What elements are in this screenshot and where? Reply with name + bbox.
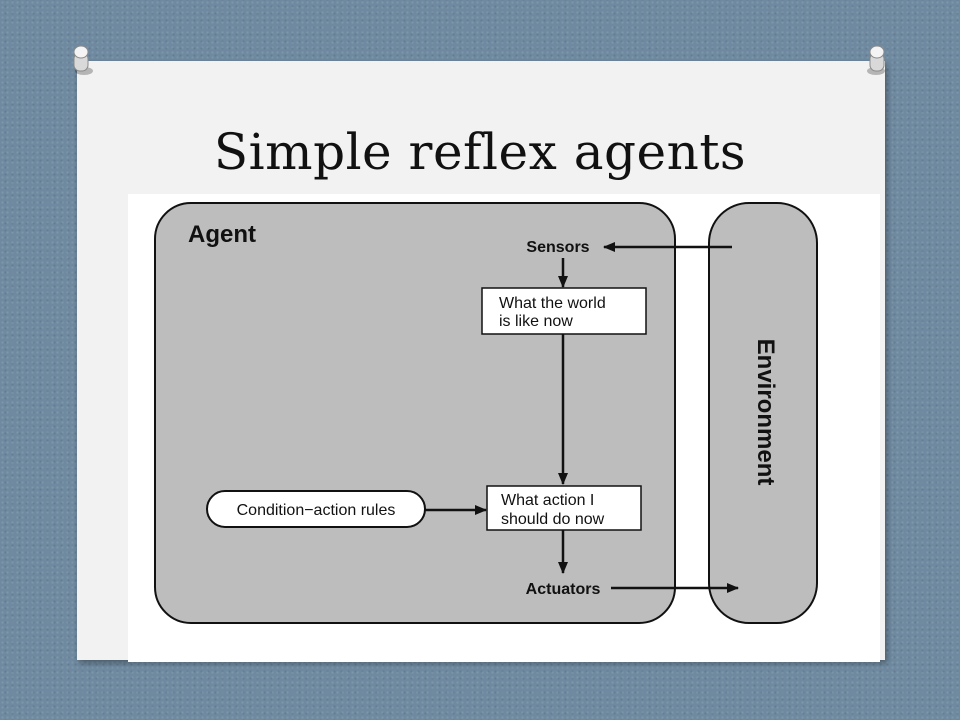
agent-region: [154, 202, 676, 624]
world-state-line1: What the world: [499, 295, 606, 312]
slide-title: Simple reflex agents: [213, 123, 747, 181]
push-pin-icon: [867, 45, 885, 75]
environment-label: Environment: [752, 339, 779, 486]
world-state-line2: is like now: [499, 313, 573, 330]
push-pin-icon: [73, 45, 93, 75]
action-box: [486, 485, 642, 531]
action-box-line1: What action I: [501, 492, 594, 509]
environment-region: [708, 202, 818, 624]
agent-label: Agent: [188, 221, 256, 248]
condition-action-rules-label: Condition−action rules: [237, 502, 396, 519]
diagram-canvas: Agent Environment Sensors What the world…: [154, 202, 818, 624]
sensors-label: Sensors: [526, 239, 589, 256]
actuators-label: Actuators: [526, 581, 601, 598]
action-box-line2: should do now: [501, 511, 605, 528]
agent-diagram: Agent Environment Sensors What the world…: [128, 194, 880, 662]
